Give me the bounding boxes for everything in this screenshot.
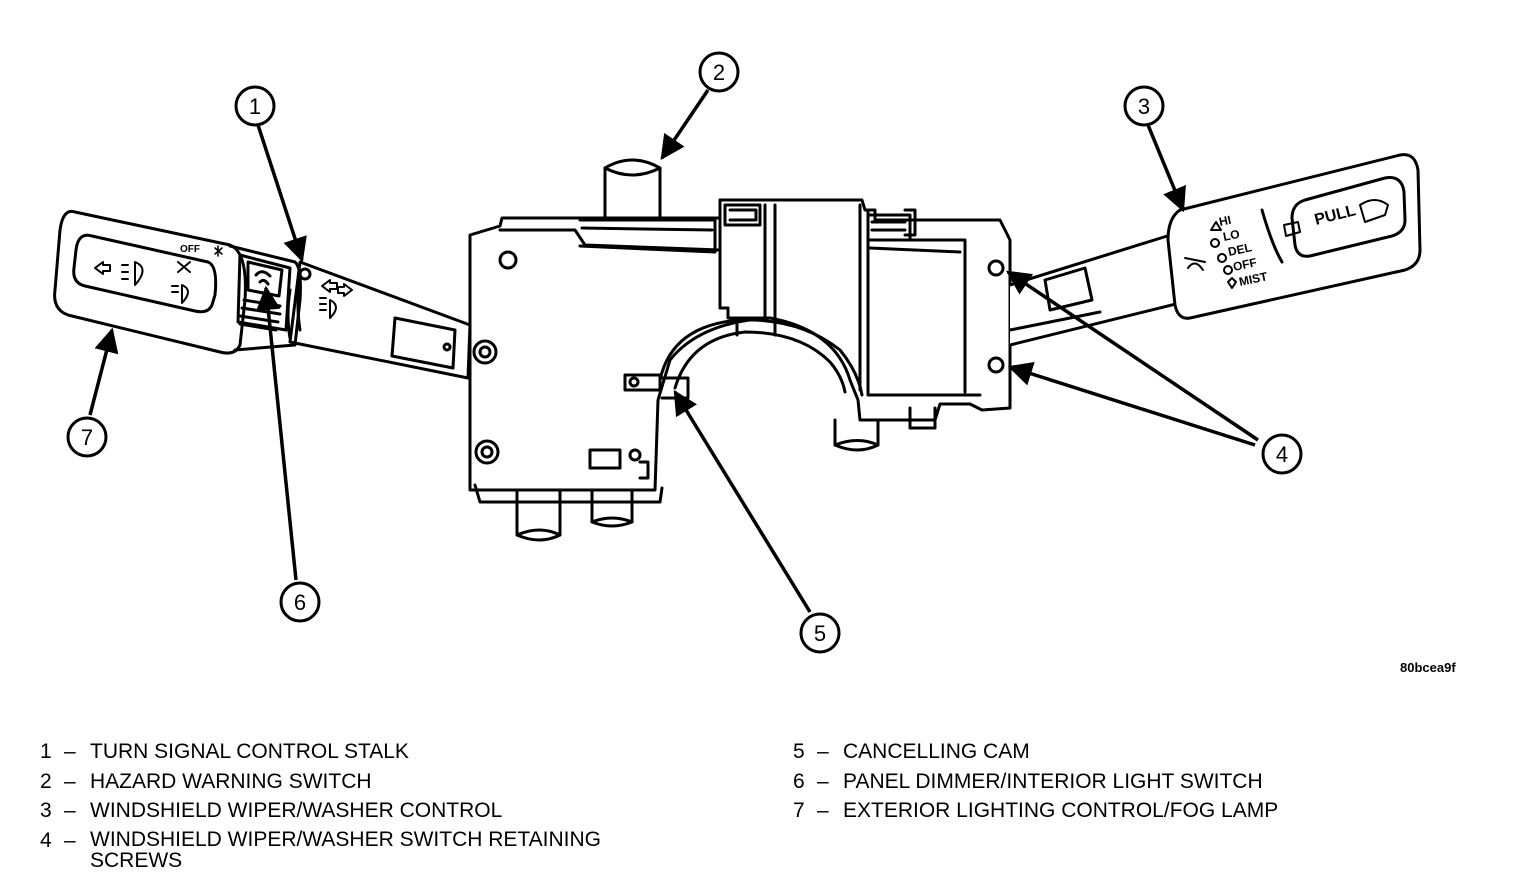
legend-item: 1 – TURN SIGNAL CONTROL STALK (40, 740, 680, 770)
callout-2: 2 (698, 51, 740, 93)
legend-number: 3 (40, 799, 52, 822)
wiper-position-label: HI (1218, 213, 1233, 229)
legend-dash: – (817, 740, 829, 763)
legend-number: 6 (793, 769, 805, 793)
leader-arrow-3 (1146, 124, 1186, 213)
wiper-position-labels: HI LO DEL OFF MIST (1218, 213, 1270, 289)
callout-4: 4 (1261, 433, 1303, 475)
off-label: OFF (180, 244, 200, 255)
legend-text: TURN SIGNAL CONTROL STALK (90, 740, 409, 763)
figure-id: 80bcea9f (1400, 660, 1456, 675)
legend-number: 1 (40, 740, 52, 763)
legend-dash: – (817, 769, 829, 793)
wiper-position-label: DEL (1227, 240, 1253, 259)
leader-arrow-7 (88, 327, 119, 416)
leader-arrow-5 (673, 389, 812, 613)
callout-7: 7 (66, 416, 108, 458)
switch-body (468, 158, 1012, 542)
wiper-position-label: OFF (1232, 255, 1258, 274)
callout-1: 1 (234, 85, 276, 127)
leader-arrow-1 (256, 124, 307, 263)
legend-dash: – (817, 799, 829, 822)
leader-arrow-4b (1007, 362, 1256, 447)
callout-number: 4 (1276, 442, 1288, 467)
legend-text: WINDSHIELD WIPER/WASHER SWITCH RETAINING… (90, 827, 602, 872)
legend-number: 5 (793, 740, 805, 763)
leader-arrow-2 (660, 89, 710, 161)
legend-item: 2 – HAZARD WARNING SWITCH (40, 770, 680, 800)
legend-item: 5 – CANCELLING CAM (793, 740, 1493, 770)
legend-dash: – (64, 799, 76, 822)
legend-item: 7 – EXTERIOR LIGHTING CONTROL/FOG LAMP (793, 799, 1493, 829)
legend-left: 1 – TURN SIGNAL CONTROL STALK 2 – HAZARD… (40, 740, 680, 871)
legend-item: 3 – WINDSHIELD WIPER/WASHER CONTROL (40, 799, 680, 829)
legend-right: 5 – CANCELLING CAM 6 – PANEL DIMMER/INTE… (793, 740, 1493, 829)
callout-5: 5 (799, 612, 841, 654)
callout-number: 5 (814, 621, 826, 646)
legend-number: 2 (40, 769, 52, 793)
wiper-position-label: LO (1222, 227, 1241, 244)
legend-item: 4 – WINDSHIELD WIPER/WASHER SWITCH RETAI… (40, 828, 680, 871)
legend-text: EXTERIOR LIGHTING CONTROL/FOG LAMP (843, 799, 1279, 822)
callout-3: 3 (1123, 85, 1165, 127)
legend-text: CANCELLING CAM (843, 740, 1030, 763)
callout-number: 1 (249, 94, 261, 119)
wiper-stalk (1008, 153, 1422, 347)
legend-number: 4 (40, 828, 52, 852)
legend-dash: – (64, 740, 76, 763)
legend-dash: – (64, 769, 76, 793)
legend-text: HAZARD WARNING SWITCH (90, 769, 372, 793)
turn-signal-stalk (53, 209, 472, 380)
callouts: 1 2 3 4 5 6 7 (66, 51, 1303, 654)
callout-6: 6 (279, 581, 321, 623)
leader-arrow-6 (256, 285, 298, 581)
leader-arrow-4a (1005, 270, 1259, 442)
legend-number: 7 (793, 799, 805, 822)
callout-number: 3 (1138, 94, 1150, 119)
callout-number: 7 (81, 425, 93, 450)
callout-number: 2 (713, 60, 725, 85)
legend-text: WINDSHIELD WIPER/WASHER CONTROL (90, 799, 503, 822)
legend-item: 6 – PANEL DIMMER/INTERIOR LIGHT SWITCH (793, 770, 1493, 800)
wiper-position-label: MIST (1238, 269, 1270, 289)
multifunction-switch-drawing: OFF PULL HI LO DEL OFF MIST 1 2 3 (53, 51, 1422, 654)
legend-text: PANEL DIMMER/INTERIOR LIGHT SWITCH (843, 769, 1263, 793)
callout-number: 6 (294, 590, 306, 615)
legend-dash: – (64, 828, 76, 852)
